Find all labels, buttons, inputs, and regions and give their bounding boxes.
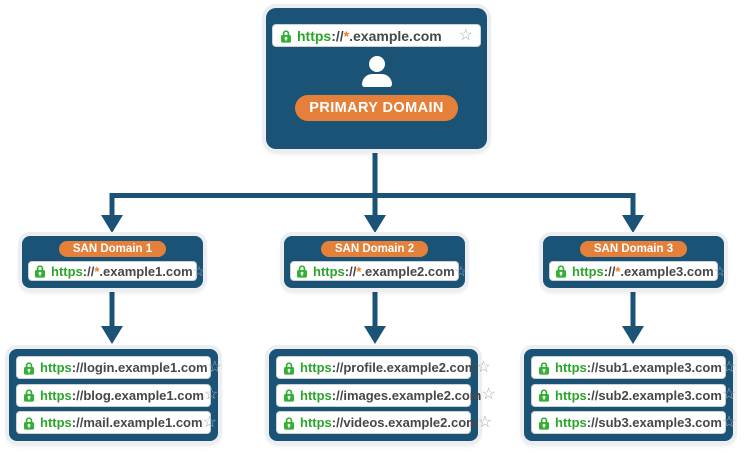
url-host: ://mail.example1.com <box>71 415 203 430</box>
star-icon: ☆ <box>721 358 737 376</box>
url-scheme: https <box>40 415 72 430</box>
primary-domain-button: PRIMARY DOMAIN <box>295 95 458 121</box>
url-scheme: https <box>300 415 332 430</box>
star-icon: ☆ <box>721 413 737 431</box>
url-scheme: https <box>313 263 345 279</box>
url-host: .example2.com <box>361 263 455 279</box>
wildcard-asterisk: * <box>356 263 362 279</box>
url-host: ://sub1.example3.com <box>586 360 722 375</box>
url-scheme: https <box>297 27 332 44</box>
subdomain-list-3: https://sub1.example3.com ☆ https://sub2… <box>524 349 736 441</box>
san-url-bar: https://*.example2.com ☆ <box>290 261 467 281</box>
url-host: .example.com <box>349 27 442 44</box>
san-domain-card-2: SAN Domain 2 https://*.example2.com ☆ <box>284 236 467 288</box>
san-url-bar: https://*.example3.com ☆ <box>549 261 726 281</box>
star-icon: ☆ <box>721 386 737 403</box>
wildcard-asterisk: * <box>343 27 350 44</box>
url-scheme: https <box>40 360 72 375</box>
url-separator: :// <box>344 263 357 279</box>
subdomain-url-bar: https://profile.example2.com ☆ <box>276 356 491 379</box>
lock-icon <box>283 416 295 430</box>
url-scheme: https <box>572 263 604 279</box>
url-separator: :// <box>603 263 616 279</box>
lock-icon <box>23 416 35 430</box>
lock-icon <box>538 389 550 402</box>
url-scheme: https <box>40 387 72 403</box>
person-icon <box>361 56 392 87</box>
lock-icon <box>280 29 292 43</box>
url-scheme: https <box>555 415 587 430</box>
star-icon: ☆ <box>476 358 491 376</box>
san-url-bar: https://*.example1.com ☆ <box>28 261 205 281</box>
subdomain-list-2: https://profile.example2.com ☆ https://i… <box>269 349 496 441</box>
subdomain-url-bar: https://sub3.example3.com ☆ <box>531 411 736 434</box>
url-scheme: https <box>555 360 587 375</box>
san-domain-card-3: SAN Domain 3 https://*.example3.com ☆ <box>543 236 726 288</box>
primary-domain-card: https://*.example.com ☆ PRIMARY DOMAIN <box>266 8 487 149</box>
san-domain-badge: SAN Domain 3 <box>579 241 688 257</box>
url-host: ://images.example2.com <box>331 387 482 403</box>
url-scheme: https <box>300 387 332 403</box>
star-icon: ☆ <box>202 413 217 431</box>
url-host: .example3.com <box>620 263 714 279</box>
url-host: ://sub3.example3.com <box>586 415 722 430</box>
primary-url-bar: https://*.example.com ☆ <box>272 24 481 47</box>
san-domain-badge: SAN Domain 2 <box>320 241 429 257</box>
star-icon: ☆ <box>477 413 493 431</box>
san-domain-card-1: SAN Domain 1 https://*.example1.com ☆ <box>22 236 205 288</box>
lock-icon <box>538 361 550 375</box>
lock-icon <box>23 361 35 375</box>
star-icon: ☆ <box>454 263 468 279</box>
wildcard-asterisk: * <box>94 263 100 279</box>
lock-icon <box>23 389 35 402</box>
url-scheme: https <box>51 263 83 279</box>
subdomain-url-bar: https://blog.example1.com ☆ <box>16 383 218 407</box>
url-scheme: https <box>555 387 587 403</box>
url-separator: :// <box>331 27 344 44</box>
url-host: ://login.example1.com <box>71 360 208 375</box>
star-icon: ☆ <box>203 386 219 403</box>
url-host: ://videos.example2.com <box>331 415 478 430</box>
subdomain-url-bar: https://images.example2.com ☆ <box>276 383 496 407</box>
url-host: ://sub2.example3.com <box>586 387 722 403</box>
url-separator: :// <box>82 263 95 279</box>
subdomain-url-bar: https://videos.example2.com ☆ <box>276 411 492 434</box>
subdomain-list-1: https://login.example1.com ☆ https://blo… <box>9 349 222 441</box>
url-host: .example1.com <box>99 263 193 279</box>
person-shoulders <box>361 74 392 87</box>
lock-icon <box>555 265 567 278</box>
url-scheme: https <box>300 360 332 375</box>
lock-icon <box>283 389 295 402</box>
lock-icon <box>538 416 550 430</box>
star-icon: ☆ <box>458 26 473 44</box>
star-icon: ☆ <box>481 386 496 403</box>
subdomain-url-bar: https://sub1.example3.com ☆ <box>531 356 736 379</box>
star-icon: ☆ <box>207 358 222 376</box>
subdomain-url-bar: https://login.example1.com ☆ <box>16 356 222 379</box>
lock-icon <box>283 361 295 375</box>
subdomain-url-bar: https://sub2.example3.com ☆ <box>531 383 736 407</box>
url-host: ://profile.example2.com <box>331 360 477 375</box>
star-icon: ☆ <box>192 263 206 279</box>
lock-icon <box>34 265 46 278</box>
wildcard-asterisk: * <box>615 263 621 279</box>
lock-icon <box>296 265 308 278</box>
url-host: ://blog.example1.com <box>71 387 204 403</box>
san-domain-badge: SAN Domain 1 <box>58 241 167 257</box>
subdomain-url-bar: https://mail.example1.com ☆ <box>16 411 217 434</box>
star-icon: ☆ <box>713 263 727 279</box>
person-head <box>368 56 385 72</box>
